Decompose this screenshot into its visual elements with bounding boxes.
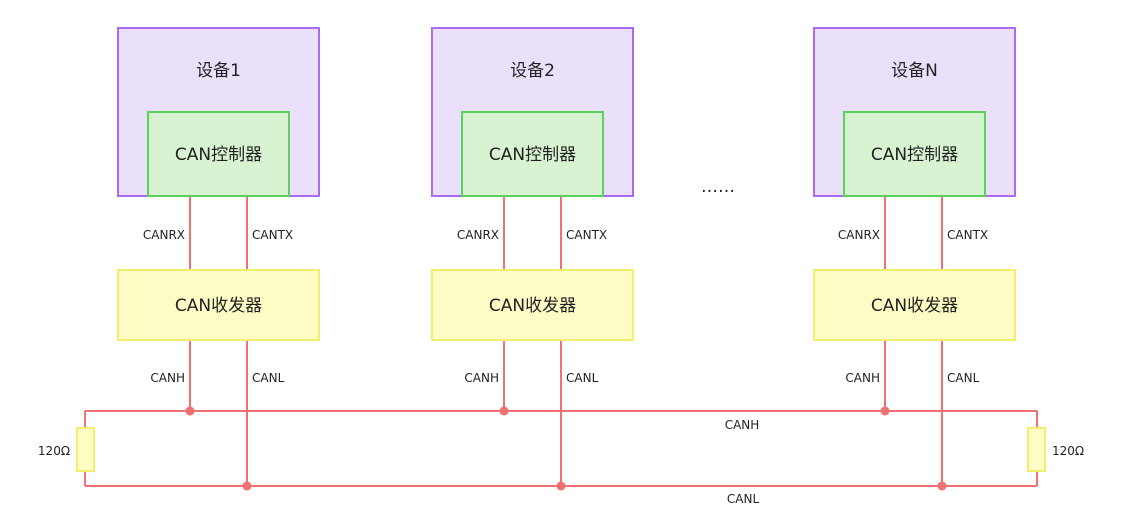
device-n-canh-junction [880,406,890,416]
device-1: 设备1 CAN控制器 CANRX CANTX CAN收发器 CANH CANL [117,27,320,491]
device-1-canl-label: CANL [252,371,285,385]
left-resistor-label: 120Ω [38,444,70,458]
device-n-controller-label: CAN控制器 [871,145,958,165]
device-2-canh-label: CANH [464,371,499,385]
device-2-transceiver-box [431,269,634,341]
device-n-transceiver-box [813,269,1016,341]
device-1-tx-label: CANTX [252,228,293,242]
device-2-tx-label: CANTX [566,228,607,242]
device-2-title: 设备2 [510,61,555,81]
device-1-transceiver-label: CAN收发器 [175,296,262,316]
left-terminator: 120Ω [38,427,95,472]
more-devices-ellipsis: …… [701,177,735,197]
device-n: 设备N CAN控制器 CANRX CANTX CAN收发器 CANH CANL [813,27,1016,491]
left-resistor [76,427,95,472]
device-2-transceiver-label: CAN收发器 [489,296,576,316]
device-n-canh-label: CANH [845,371,880,385]
device-n-tx-label: CANTX [947,228,988,242]
device-1-canh-label: CANH [150,371,185,385]
device-1-canl-junction [242,481,252,491]
canl-bus-label: CANL [727,492,760,506]
device-n-controller-box [843,111,986,197]
right-resistor-label: 120Ω [1052,444,1084,458]
right-terminator: 120Ω [1027,427,1084,472]
device-1-rx-label: CANRX [143,228,185,242]
device-2: 设备2 CAN控制器 CANRX CANTX CAN收发器 CANH CANL [431,27,634,491]
device-n-rx-label: CANRX [838,228,880,242]
device-1-title: 设备1 [196,61,241,81]
device-n-canl-junction [937,481,947,491]
device-2-canh-junction [499,406,509,416]
device-1-controller-box [147,111,290,197]
device-2-canl-label: CANL [566,371,599,385]
device-1-transceiver-box [117,269,320,341]
device-2-canl-junction [556,481,566,491]
device-2-controller-label: CAN控制器 [489,145,576,165]
device-1-controller-label: CAN控制器 [175,145,262,165]
device-2-rx-label: CANRX [457,228,499,242]
right-resistor [1027,427,1046,472]
canh-bus-label: CANH [725,418,760,432]
device-1-canh-junction [185,406,195,416]
device-n-canl-label: CANL [947,371,980,385]
device-2-controller-box [461,111,604,197]
device-n-title: 设备N [891,61,938,81]
device-n-transceiver-label: CAN收发器 [871,296,958,316]
